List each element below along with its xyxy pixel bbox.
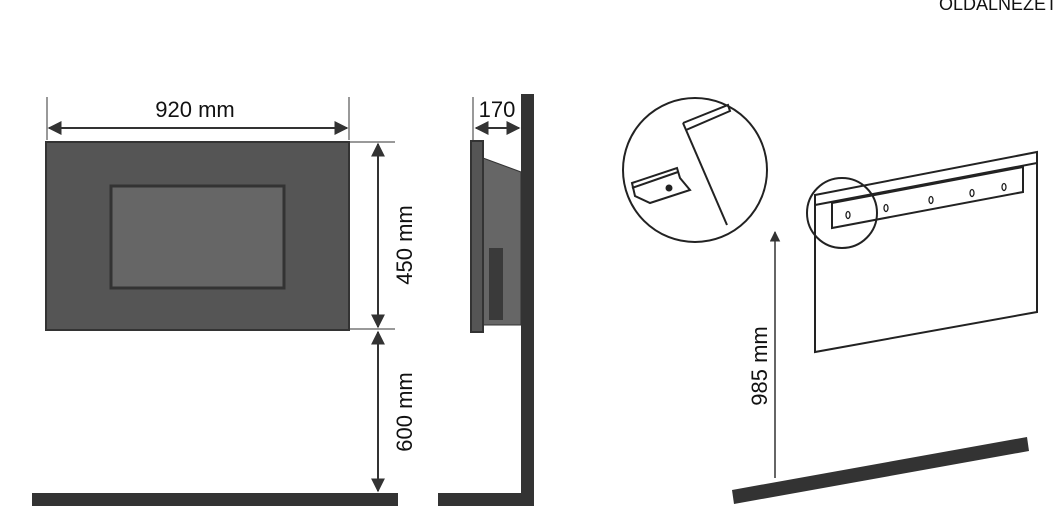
height-label: 450 mm	[392, 205, 417, 284]
mounting-view	[622, 97, 1038, 504]
depth-label: 170	[479, 97, 516, 122]
floor	[32, 493, 398, 506]
wall-panel	[814, 150, 1038, 354]
wall	[521, 94, 534, 506]
bracket-detail	[630, 166, 692, 205]
mount-height-label: 985 mm	[747, 326, 772, 405]
heater-front	[470, 140, 484, 333]
vent	[489, 248, 503, 320]
floor-gap-label: 600 mm	[392, 372, 417, 451]
detail-magnifier	[622, 97, 768, 243]
floor	[438, 493, 534, 506]
view-title: OLDALNÉZET	[938, 0, 1057, 14]
bracket-holes	[845, 182, 1007, 220]
front-view: 920 mm 450 mm 600 mm	[32, 97, 417, 506]
width-label: 920 mm	[155, 97, 234, 122]
detail-callout-circle	[806, 177, 878, 249]
floor	[732, 437, 1029, 504]
side-view: 170	[438, 94, 534, 506]
heater-screen	[109, 184, 286, 290]
mounting-bracket	[831, 165, 1024, 230]
